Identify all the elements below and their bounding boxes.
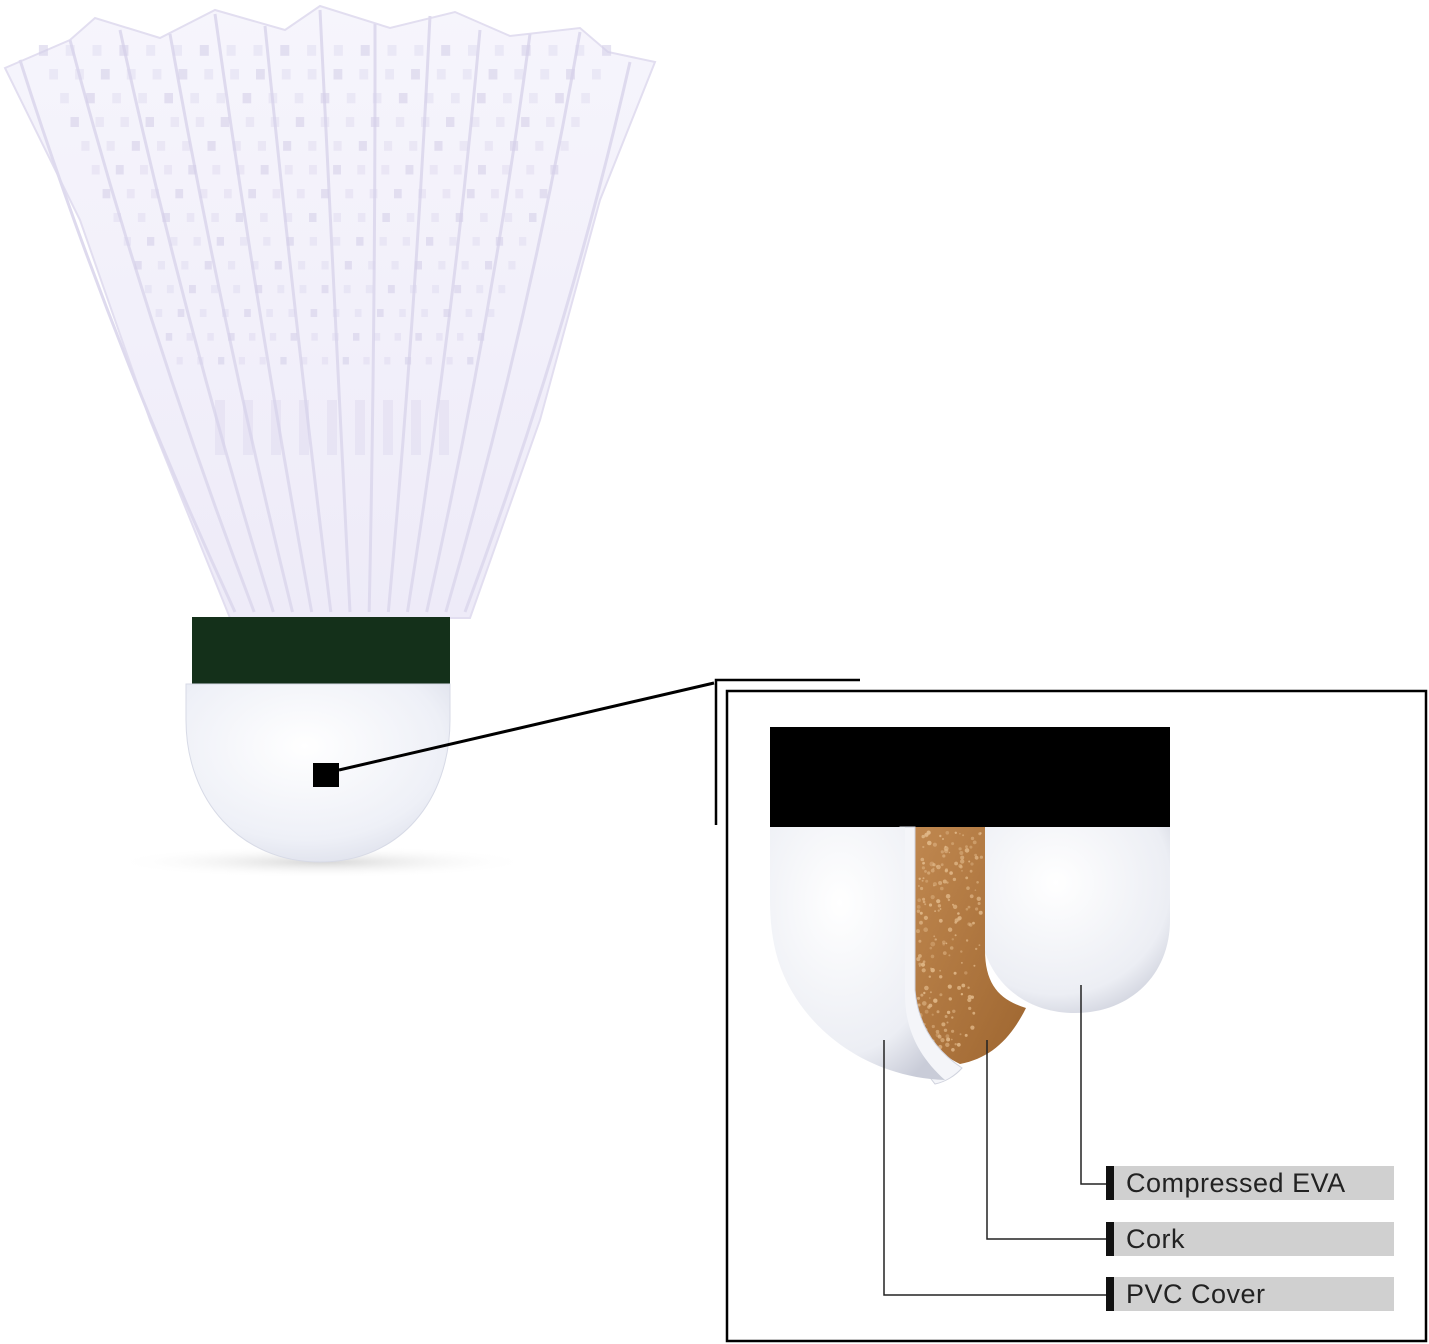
shuttlecock-skirt xyxy=(5,6,655,618)
shuttlecock-band xyxy=(192,617,450,685)
label-cork: Cork xyxy=(1106,1222,1394,1256)
label-pvc-cover: PVC Cover xyxy=(1106,1277,1394,1311)
zoom-marker xyxy=(313,763,339,787)
label-cork-text: Cork xyxy=(1126,1224,1185,1255)
label-compressed-eva: Compressed EVA xyxy=(1106,1166,1394,1200)
inset-band xyxy=(770,727,1170,827)
inset-eva-core xyxy=(980,827,1170,1013)
label-pvc-cover-text: PVC Cover xyxy=(1126,1279,1266,1310)
label-compressed-eva-text: Compressed EVA xyxy=(1126,1168,1346,1199)
